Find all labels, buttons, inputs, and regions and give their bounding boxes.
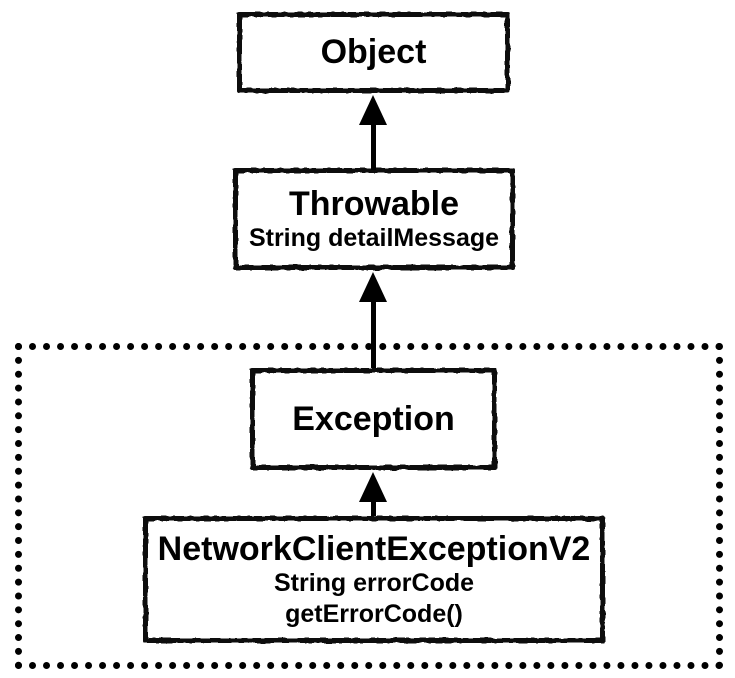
class-box-object: Object xyxy=(237,12,510,93)
class-member-error-code: String errorCode xyxy=(273,569,475,598)
inheritance-arrow-throwable-to-object xyxy=(358,95,388,170)
class-name-exception: Exception xyxy=(292,399,455,438)
class-box-exception: Exception xyxy=(250,368,497,470)
class-name-networkclientexceptionv2: NetworkClientExceptionV2 xyxy=(157,529,591,568)
arrowhead-up-icon xyxy=(359,272,387,302)
class-member-get-error-code: getErrorCode() xyxy=(285,599,463,628)
class-box-throwable: Throwable String detailMessage xyxy=(233,168,515,270)
custom-classes-group-border xyxy=(15,343,723,669)
class-name-object: Object xyxy=(320,33,427,72)
class-member-detail-message: String detailMessage xyxy=(248,223,500,252)
arrow-shaft xyxy=(370,125,376,170)
arrowhead-up-icon xyxy=(359,472,387,502)
arrow-shaft xyxy=(370,302,376,368)
inheritance-arrow-networkclientexceptionv2-to-exception xyxy=(358,472,388,516)
class-name-throwable: Throwable xyxy=(288,184,460,223)
arrowhead-up-icon xyxy=(359,95,387,125)
class-box-networkclientexceptionv2: NetworkClientExceptionV2 String errorCod… xyxy=(143,516,605,643)
arrow-shaft xyxy=(370,502,376,516)
inheritance-arrow-exception-to-throwable xyxy=(358,272,388,368)
